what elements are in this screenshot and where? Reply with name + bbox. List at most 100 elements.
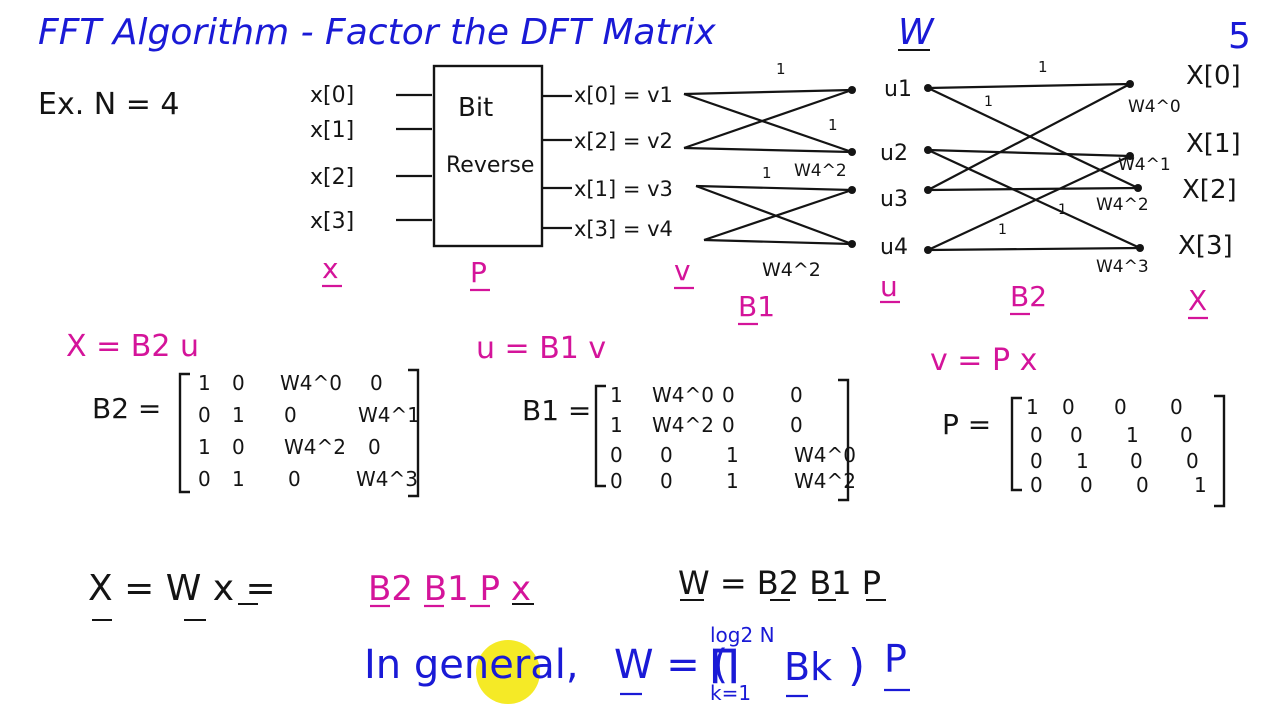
v-node-3: x[1] = v3	[574, 177, 673, 201]
stage-name-b1: B1	[738, 290, 775, 323]
u-node-list: u1 u2 u3 u4	[880, 77, 912, 260]
matrix-cell: 1	[198, 435, 211, 459]
stage2-butterflies	[927, 82, 1141, 252]
matrix-P: 1 0 0 0 0 0 1 0 0 1 0 0 0 0 0 1	[1026, 395, 1207, 497]
stage2-label-a: 1	[984, 94, 993, 110]
stage2-weight-0: W4^0	[1128, 97, 1181, 117]
stage1-weight-2: W4^2	[762, 259, 821, 281]
matrix-cell: W4^2	[652, 413, 714, 437]
stage-name-x: x	[322, 252, 339, 285]
matrix-cell: 0	[610, 443, 623, 467]
matrix-B1: 1 W4^0 0 0 1 W4^2 0 0 0 0 1 W4^0 0 0 1 W…	[610, 383, 856, 493]
matrix-cell: 1	[1076, 449, 1089, 473]
matrix-cell: 0	[198, 467, 211, 491]
stage2-weight-3: W4^3	[1096, 257, 1149, 277]
prod-lower-limit: k=1	[710, 681, 751, 705]
v-node-1: x[0] = v1	[574, 83, 673, 107]
v-node-list: x[0] = v1 x[2] = v2 x[1] = v3 x[3] = v4	[574, 83, 673, 241]
stage1-label-2: 1	[828, 116, 838, 134]
matrix-cell: 0	[722, 383, 735, 407]
matrix-cell: 0	[1170, 395, 1183, 419]
u-node-4: u4	[880, 235, 908, 260]
v-node-2: x[2] = v2	[574, 129, 673, 153]
stage-name-X: X	[1188, 284, 1207, 317]
bit-reverse-label-2: Reverse	[446, 153, 534, 178]
matrix-cell: W4^3	[356, 467, 418, 491]
output-list: X[0] X[1] X[2] X[3]	[1178, 61, 1241, 261]
general-W: W = (	[614, 642, 728, 688]
eq-X-Wx: X = W x =	[88, 568, 276, 609]
matrix-cell: 0	[1186, 449, 1199, 473]
bit-reverse-box	[432, 64, 544, 248]
eq-B2B1Px: B2 B1 P x	[368, 569, 531, 609]
input-x0: x[0]	[310, 83, 354, 108]
matrix-cell: 1	[610, 413, 623, 437]
stage-name-v: v	[674, 254, 691, 287]
matrix-cell: 0	[288, 467, 301, 491]
stage-name-p: P	[470, 256, 487, 289]
stage1-label-1: 1	[776, 60, 786, 78]
matrix-cell: 1	[198, 371, 211, 395]
input-x2: x[2]	[310, 165, 354, 190]
input-list: x[0] x[1] x[2] x[3]	[310, 83, 354, 234]
v-node-4: x[3] = v4	[574, 217, 673, 241]
prod-upper-limit: log2 N	[710, 623, 775, 647]
matrix-cell: 0	[1114, 395, 1127, 419]
matrix-cell: 1	[726, 469, 739, 493]
cursor-highlight	[476, 640, 540, 704]
stage-name-u: u	[880, 270, 898, 303]
prod-Bk: Bk	[784, 645, 832, 689]
matrix-cell: 0	[660, 469, 673, 493]
output-X2: X[2]	[1182, 175, 1237, 205]
u-node-1: u1	[884, 77, 912, 102]
input-x1: x[1]	[310, 118, 354, 143]
matrix-cell: 0	[232, 435, 245, 459]
page-number: 5	[1228, 16, 1251, 57]
matrix-P-label: P =	[942, 408, 991, 441]
matrix-cell: 0	[1030, 473, 1043, 497]
matrix-B2-label: B2 =	[92, 392, 161, 425]
general-label: In general,	[364, 642, 579, 688]
matrix-cell: 0	[610, 469, 623, 493]
matrix-cell: 0	[1070, 423, 1083, 447]
matrix-B2: 1 0 W4^0 0 0 1 0 W4^1 1 0 W4^2 0 0 1 0 W…	[198, 371, 420, 491]
matrix-cell: 0	[198, 403, 211, 427]
matrix-cell: 1	[1026, 395, 1039, 419]
output-X1: X[1]	[1186, 129, 1241, 159]
output-X3: X[3]	[1178, 231, 1233, 261]
matrix-cell: 0	[660, 443, 673, 467]
matrix-cell: W4^2	[284, 435, 346, 459]
u-node-2: u2	[880, 141, 908, 166]
stage2-label-c: 1	[998, 222, 1007, 238]
matrix-cell: 0	[722, 413, 735, 437]
matrix-cell: 1	[232, 403, 245, 427]
eq-u-B1v: u = B1 v	[476, 331, 606, 366]
matrix-cell: 0	[790, 413, 803, 437]
matrix-cell: W4^1	[358, 403, 420, 427]
matrix-cell: 0	[1136, 473, 1149, 497]
matrix-cell: 0	[1030, 449, 1043, 473]
matrix-cell: 0	[368, 435, 381, 459]
stage1-label-3: 1	[762, 164, 772, 182]
eq-X-B2u: X = B2 u	[66, 329, 199, 364]
stage2-weight-2: W4^2	[1096, 195, 1149, 215]
eq-W-B2B1P: W = B2 B1 P	[678, 564, 881, 602]
page-title: FFT Algorithm - Factor the DFT Matrix	[38, 12, 716, 53]
matrix-cell: 0	[232, 371, 245, 395]
matrix-cell: 1	[1194, 473, 1207, 497]
stage2-weight-1: W4^1	[1118, 155, 1171, 175]
matrix-cell: 1	[1126, 423, 1139, 447]
matrix-cell: 0	[1130, 449, 1143, 473]
matrix-cell: 0	[1062, 395, 1075, 419]
matrix-cell: 0	[1030, 423, 1043, 447]
example-label: Ex. N = 4	[38, 87, 180, 122]
prod-close-paren: )	[848, 640, 865, 691]
u-node-3: u3	[880, 187, 908, 212]
matrix-cell: 0	[1080, 473, 1093, 497]
matrix-B1-label: B1 =	[522, 394, 591, 427]
prod-symbol: ∏	[710, 641, 739, 685]
matrix-cell: 0	[1180, 423, 1193, 447]
matrix-cell: 1	[232, 467, 245, 491]
stage1-weight-1: W4^2	[794, 161, 847, 181]
